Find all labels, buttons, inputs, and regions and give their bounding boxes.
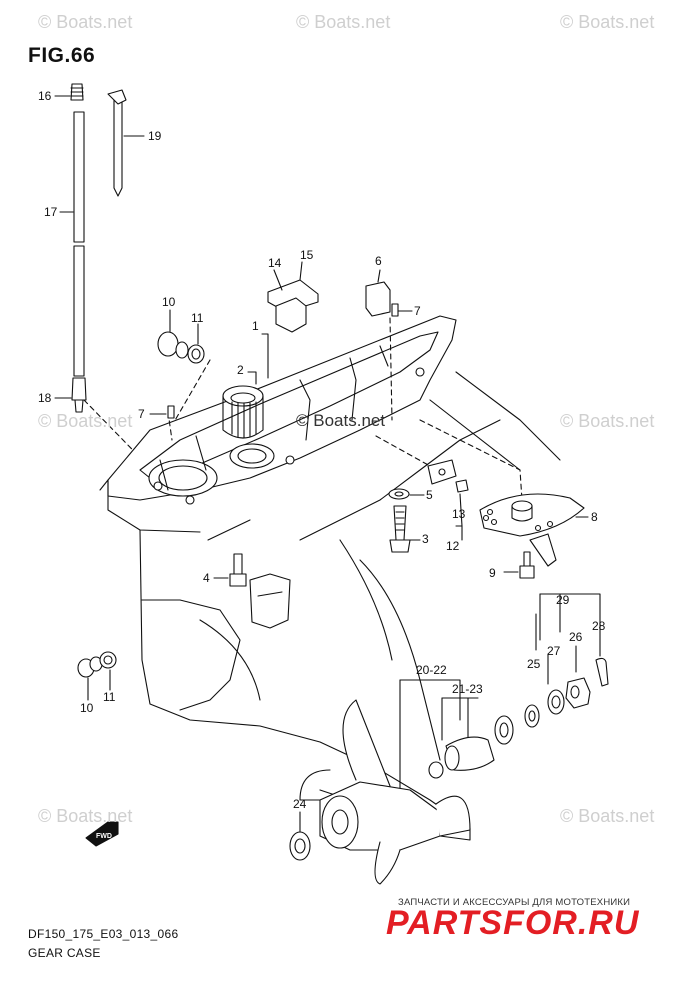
callout-21-23: 21-23 (452, 682, 483, 696)
shop-brand-logo: PARTSFOR.RU (386, 904, 640, 942)
fwd-label: FWD (96, 833, 112, 840)
part-24-thrust-washer (289, 811, 311, 861)
part-25-29-prop-nut (524, 593, 609, 728)
callout-18: 18 (38, 391, 52, 405)
callout-5: 5 (426, 488, 433, 502)
part-3-bolt (389, 505, 421, 553)
watermark-mid-right: © Boats.net (560, 411, 655, 431)
callout-25: 25 (527, 657, 541, 671)
callout-28: 28 (592, 619, 606, 633)
callout-29: 29 (556, 593, 570, 607)
callout-2: 2 (237, 363, 244, 377)
callout-27: 27 (547, 644, 561, 658)
callout-3: 3 (422, 532, 429, 546)
callout-7-lower: 7 (138, 407, 145, 421)
callout-15: 15 (300, 248, 314, 262)
callout-19: 19 (148, 129, 162, 143)
watermark-mid-center: © Boats.net (296, 411, 386, 430)
part-14-15-clips (267, 261, 319, 333)
callout-6: 6 (375, 254, 382, 268)
part-10-11-top-plug (151, 309, 211, 461)
callout-10-upper: 10 (162, 295, 176, 309)
callout-8: 8 (591, 510, 598, 524)
watermark-top-right: © Boats.net (560, 12, 655, 32)
diagram-code: DF150_175_E03_013_066 (28, 927, 179, 941)
part-9-bolt (503, 551, 535, 579)
callout-24: 24 (293, 797, 307, 811)
figure-title: FIG.66 (28, 44, 96, 67)
part-7-pin-lower (149, 405, 175, 419)
callout-12: 12 (446, 539, 460, 553)
watermark-bottom-right: © Boats.net (560, 806, 655, 826)
part-6-anode (365, 269, 413, 317)
diagram-caption: GEAR CASE (28, 946, 101, 960)
shop-subtitle: ЗАПЧАСТИ И АКСЕССУАРЫ ДЛЯ МОТОТЕХНИКИ (398, 897, 631, 908)
leader-1-2 (247, 333, 269, 385)
callout-16: 16 (38, 89, 52, 103)
watermark-bottom-left: © Boats.net (38, 806, 133, 826)
callout-10-lower: 10 (80, 701, 94, 715)
callout-1: 1 (252, 319, 259, 333)
part-20-23-bushing (399, 679, 514, 831)
callout-11-lower: 11 (103, 690, 116, 704)
callout-4: 4 (203, 571, 210, 585)
fwd-arrow-icon: FWD (85, 821, 119, 847)
part-10-11-drain-plug (77, 651, 117, 701)
part-16-rod-fitting (54, 83, 84, 101)
callout-9: 9 (489, 566, 496, 580)
propeller (299, 699, 471, 885)
callout-17: 17 (44, 205, 58, 219)
part-17-shift-rod (59, 111, 85, 377)
part-5-washer (388, 488, 425, 500)
part-4-bolt (213, 553, 247, 587)
gear-case-housing (99, 315, 561, 841)
part-8-trim-tab (479, 493, 589, 567)
callout-14: 14 (268, 256, 282, 270)
watermark-mid-left: © Boats.net (38, 411, 133, 431)
watermark-top-left: © Boats.net (38, 12, 133, 32)
part-19-cable-tie (107, 89, 145, 197)
callout-11-upper: 11 (191, 311, 204, 325)
callout-26: 26 (569, 630, 583, 644)
callout-7-upper: 7 (414, 304, 421, 318)
watermark-top-center: © Boats.net (296, 12, 391, 32)
callout-20-22: 20-22 (416, 663, 447, 677)
callout-13: 13 (452, 507, 466, 521)
part-13-bracket (427, 459, 469, 541)
